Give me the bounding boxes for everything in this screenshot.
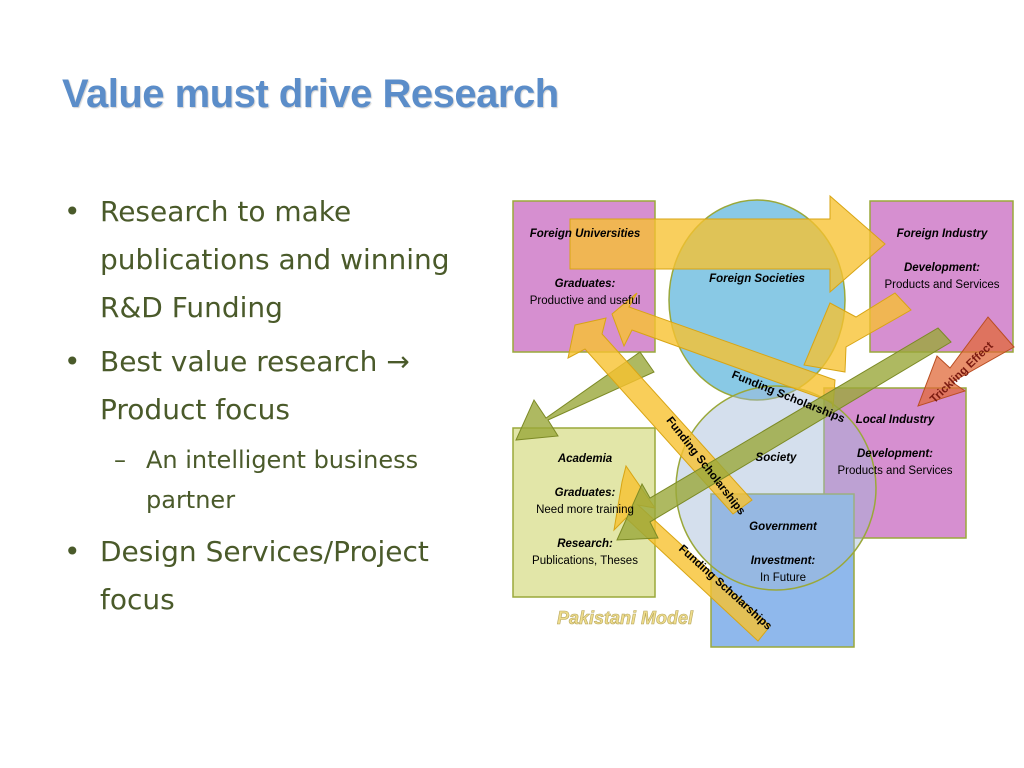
academia-graduates-label: Graduates: <box>555 487 616 499</box>
government-investment-text: In Future <box>760 572 806 584</box>
svg-text:Foreign Universities: Foreign Universities <box>530 228 641 240</box>
svg-text:Graduates:: Graduates: <box>555 487 616 499</box>
government-title: Government <box>749 521 818 533</box>
slide-title: Value must drive Research <box>62 72 559 116</box>
svg-text:Foreign Industry: Foreign Industry <box>897 228 988 240</box>
svg-text:Graduates:: Graduates: <box>555 278 616 290</box>
bullet-dot-icon: • <box>64 535 81 568</box>
svg-text:Products and Services: Products and Services <box>837 465 952 477</box>
foreign-industry-development-label: Development: <box>904 262 980 274</box>
bullet-text: Design Services/Project focus <box>100 535 429 616</box>
svg-text:Development:: Development: <box>904 262 980 274</box>
foreign-universities-title: Foreign Universities <box>530 228 641 240</box>
trickling-effect-arrow <box>917 316 1015 407</box>
bullet-item: • Research to make publications and winn… <box>60 188 510 332</box>
svg-text:Development:: Development: <box>857 448 933 460</box>
svg-text:Need more training: Need more training <box>536 504 634 516</box>
svg-text:Society: Society <box>756 452 798 464</box>
academia-research-label: Research: <box>557 538 613 550</box>
government-box <box>710 493 855 648</box>
svg-text:Pakistani Model: Pakistani Model <box>557 608 694 628</box>
flow-arrow <box>616 327 952 541</box>
svg-text:In Future: In Future <box>760 572 806 584</box>
foreign-universities-graduates-text: Productive and useful <box>530 295 641 307</box>
svg-text:Investment:: Investment: <box>751 555 816 567</box>
sub-bullet-dash-icon: – <box>114 446 126 474</box>
svg-text:Academia: Academia <box>557 453 613 465</box>
svg-text:Productive and useful: Productive and useful <box>530 295 641 307</box>
flow-arrow <box>569 194 886 294</box>
academia-title: Academia <box>557 453 613 465</box>
svg-text:Publications, Theses: Publications, Theses <box>532 555 638 567</box>
sub-bullet-item: – An intelligent business partner <box>60 440 510 520</box>
foreign-universities-graduates-label: Graduates: <box>555 278 616 290</box>
funding-scholarships-arrow <box>613 464 771 642</box>
svg-text:Foreign Societies: Foreign Societies <box>709 273 805 285</box>
bullet-item: • Best value research → Product focus <box>60 338 510 434</box>
bullet-text: Best value research → Product focus <box>100 345 410 426</box>
flow-arrow <box>803 292 912 373</box>
pakistani-model-label: Pakistani Model <box>557 608 694 628</box>
academia-research-text: Publications, Theses <box>532 555 638 567</box>
local-industry-development-label: Development: <box>857 448 933 460</box>
bullet-dot-icon: • <box>64 345 81 378</box>
local-industry-title: Local Industry <box>856 414 935 426</box>
foreign-industry-title: Foreign Industry <box>897 228 988 240</box>
svg-text:Research:: Research: <box>557 538 613 550</box>
svg-text:Government: Government <box>749 521 818 533</box>
foreign-societies-label: Foreign Societies <box>709 273 805 285</box>
foreign-industry-development-text: Products and Services <box>884 279 999 291</box>
society-label: Society <box>756 452 798 464</box>
svg-text:Local Industry: Local Industry <box>856 414 935 426</box>
academia-graduates-text: Need more training <box>536 504 634 516</box>
bullet-text: Research to make publications and winnin… <box>100 195 450 324</box>
bullet-dot-icon: • <box>64 195 81 228</box>
svg-text:Products and Services: Products and Services <box>884 279 999 291</box>
funding-scholarships-arrow <box>611 292 836 409</box>
sub-bullet-text: An intelligent business partner <box>146 446 419 514</box>
local-industry-development-text: Products and Services <box>837 465 952 477</box>
bullet-item: • Design Services/Project focus <box>60 528 510 624</box>
government-investment-label: Investment: <box>751 555 816 567</box>
bullet-list: • Research to make publications and winn… <box>60 188 510 630</box>
